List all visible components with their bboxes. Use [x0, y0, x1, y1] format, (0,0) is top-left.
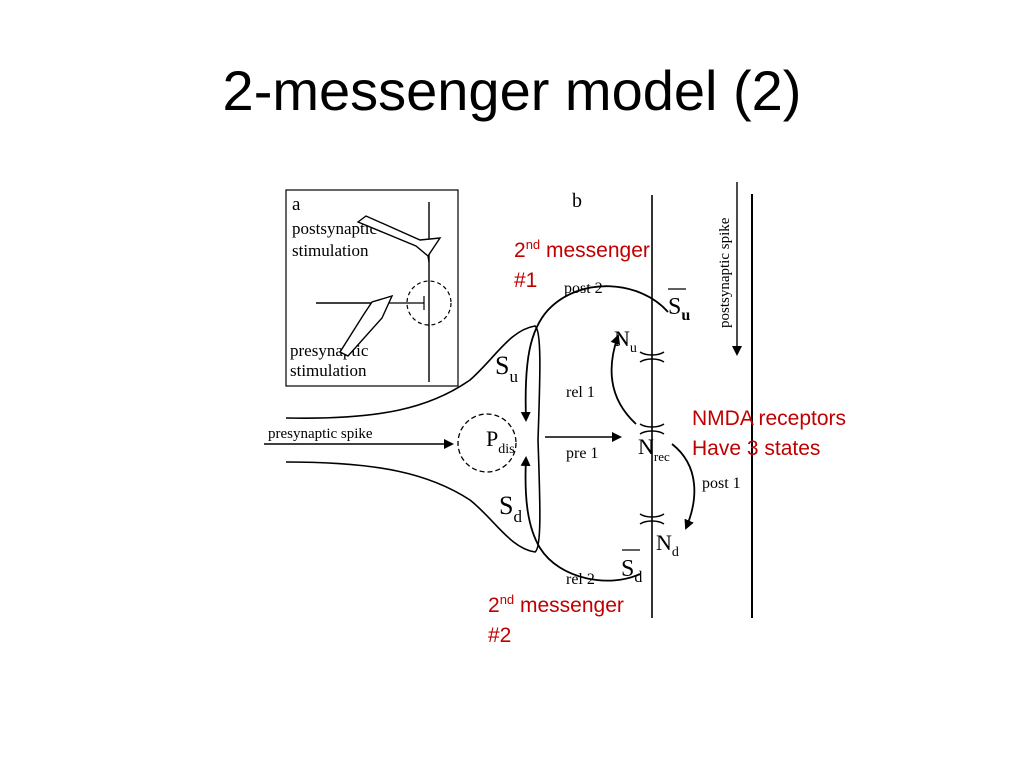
- pre-stim-line2: stimulation: [290, 361, 367, 380]
- rel1-arc-arrow: [610, 334, 637, 425]
- nmda-annotation: NMDA receptors Have 3 states: [692, 404, 846, 464]
- pre1-label: pre 1: [566, 445, 598, 462]
- panel-a-frame: [285, 189, 459, 387]
- s-u-presyn-label: Su: [495, 351, 518, 386]
- panel-a: a postsynaptic stimulation presynaptic s…: [285, 189, 459, 387]
- post-electrode-arrow: [356, 215, 442, 258]
- p-dis-dashed-circle: [457, 413, 517, 473]
- messenger2-annotation: 2nd messenger #2: [488, 592, 624, 647]
- n-d-label: Nd: [656, 530, 679, 560]
- s-bar-u-label: Su: [668, 294, 690, 324]
- nmda-line2: Have 3 states: [692, 437, 821, 460]
- post2-label: post 2: [564, 280, 603, 297]
- panel-b: b postsynaptic spike presynaptic spike: [264, 182, 753, 618]
- post2-arc-arrow: [520, 285, 669, 422]
- post1-arc-arrow: [671, 443, 696, 530]
- presyn-terminal-outline: [285, 325, 541, 553]
- nmda-line1: NMDA receptors: [692, 407, 847, 430]
- synapse-dashed-circle: [406, 280, 452, 326]
- panel-a-letter: a: [292, 194, 301, 215]
- postsyn-spike-label: postsynaptic spike: [717, 217, 733, 328]
- post-stim-line1: postsynaptic: [292, 219, 377, 238]
- messenger1-annotation: 2nd messenger #1: [514, 237, 650, 292]
- post1-label: post 1: [702, 475, 741, 492]
- rel1-label: rel 1: [566, 384, 595, 401]
- presyn-spike-label: presynaptic spike: [268, 426, 373, 442]
- rel2-label: rel 2: [566, 571, 595, 588]
- rel2-arc-arrow: [520, 456, 641, 582]
- s-bar-d-label: Sd: [621, 556, 642, 586]
- slide-title: 2-messenger model (2): [222, 59, 802, 122]
- n-u-label: Nu: [614, 326, 637, 356]
- n-rec-label: Nrec: [638, 434, 670, 464]
- panel-b-letter: b: [572, 190, 582, 212]
- p-dis-label: Pdis: [486, 426, 515, 457]
- s-d-presyn-label: Sd: [499, 491, 522, 526]
- pre-electrode-arrow: [338, 294, 394, 357]
- post-stim-line2: stimulation: [292, 241, 369, 260]
